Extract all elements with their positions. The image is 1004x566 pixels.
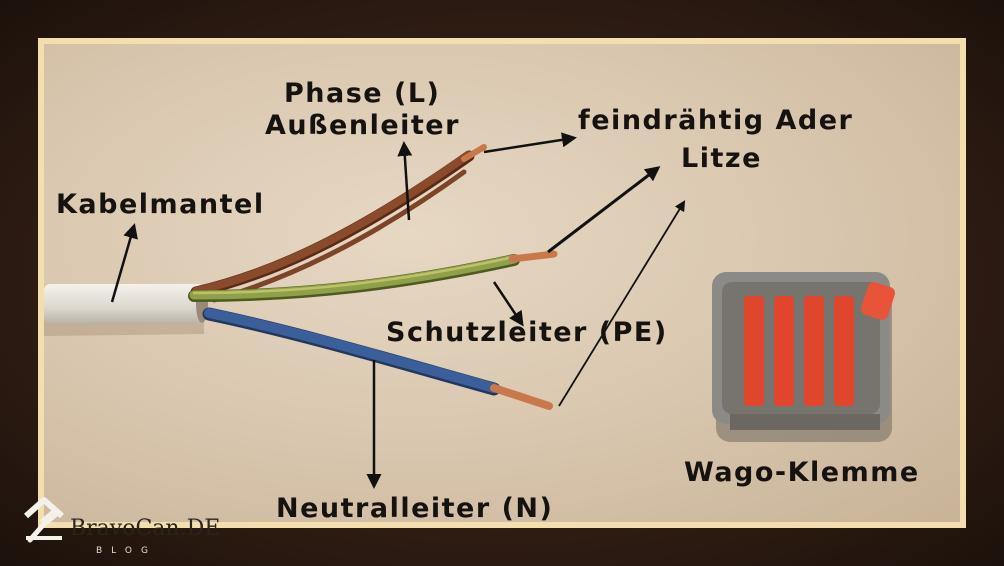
label-neutralleiter: Neutralleiter (N)	[276, 493, 554, 524]
label-fine-line1: feindrähtig Ader	[578, 105, 854, 136]
arrow-fine-2	[547, 166, 661, 254]
watermark-sub: BLOG	[96, 546, 157, 556]
wago-clamp	[712, 272, 896, 442]
wiring-scene	[44, 132, 896, 489]
arrow-schutzleiter	[492, 281, 524, 327]
watermark-logo: BravoCan.DE BLOG	[22, 496, 242, 562]
label-phase-line1: Phase (L)	[284, 78, 441, 109]
neutral-wire	[204, 308, 499, 393]
house-hammer-icon	[24, 497, 64, 543]
photo: Phase (L) Außenleiter feindrähtig Ader L…	[38, 38, 966, 528]
neutral-wire-copper	[490, 384, 553, 410]
label-schutzleiter: Schutzleiter (PE)	[386, 317, 668, 348]
watermark-brand: BravoCan.DE	[70, 516, 221, 541]
arrow-phase	[397, 141, 413, 221]
pe-wire	[189, 254, 519, 300]
label-wago: Wago-Klemme	[684, 457, 920, 488]
arrow-fine-1	[483, 132, 577, 154]
arrow-fine-3	[558, 200, 686, 407]
pe-wire-copper	[508, 250, 558, 263]
arrow-kabelmantel	[110, 223, 138, 303]
label-phase-line2: Außenleiter	[265, 110, 460, 141]
pe-wire-highlight	[192, 255, 516, 295]
brown-wire	[192, 151, 472, 295]
label-fine-line2: Litze	[681, 143, 762, 174]
brown-wire-copper	[461, 144, 487, 162]
label-kabelmantel: Kabelmantel	[56, 189, 265, 220]
cable-sheath	[44, 284, 204, 324]
